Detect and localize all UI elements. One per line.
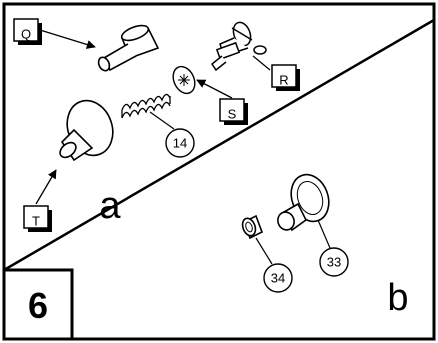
- leader-34: [255, 237, 273, 265]
- part-33-bushing: [277, 173, 330, 232]
- step-number-box: 6: [2, 268, 74, 341]
- callout-q-label: Q: [21, 26, 31, 41]
- callout-q: Q: [13, 18, 42, 45]
- leader-14: [149, 111, 175, 130]
- callout-s: S: [219, 98, 248, 125]
- callout-t-label: T: [32, 213, 40, 228]
- arrow-q: [39, 29, 96, 49]
- callout-34-label: 34: [271, 270, 285, 285]
- callout-33-label: 33: [327, 254, 341, 269]
- arrow-s: [196, 79, 233, 99]
- panel-label-b: b: [387, 277, 408, 319]
- part-s-washer: [172, 65, 196, 95]
- callout-r: R: [271, 64, 300, 91]
- callout-33: 33: [319, 247, 349, 277]
- callout-14: 14: [165, 128, 195, 158]
- callout-s-label: S: [228, 106, 237, 121]
- callout-14-label: 14: [173, 135, 187, 150]
- part-t-bushing: [59, 99, 114, 162]
- part-q-sleeve: [97, 24, 160, 72]
- callout-r-label: R: [279, 72, 288, 87]
- part-14-spring: [121, 93, 171, 119]
- part-34-ring: [241, 214, 264, 240]
- part-r-stem: [210, 21, 267, 72]
- panel-label-a: a: [99, 185, 121, 227]
- step-number: 6: [28, 285, 48, 326]
- leader-r: [252, 55, 271, 71]
- arrow-t: [35, 169, 57, 205]
- panel-divider: [3, 18, 435, 272]
- leader-33: [317, 219, 331, 249]
- callout-t: T: [23, 205, 52, 232]
- callout-34: 34: [263, 263, 293, 293]
